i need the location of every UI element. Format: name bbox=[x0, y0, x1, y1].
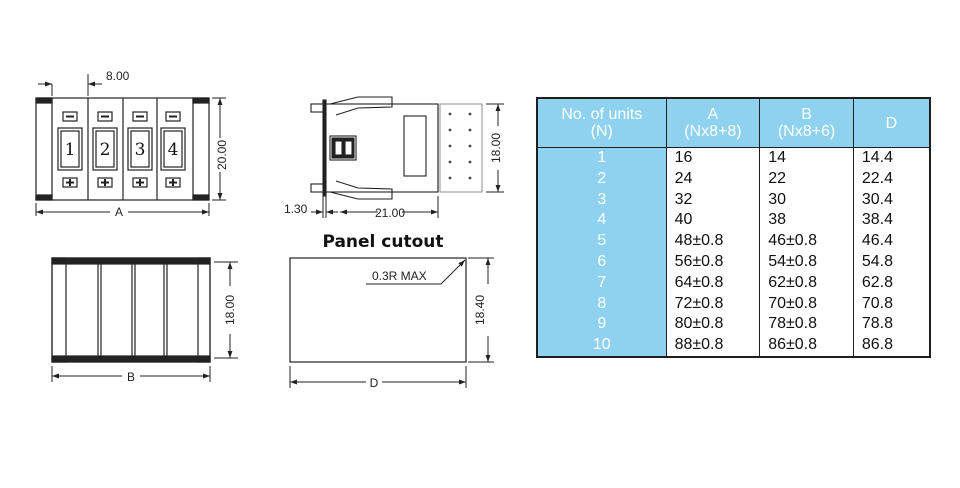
cell-n: 8 bbox=[536, 293, 667, 315]
digit-2: 2 bbox=[100, 140, 111, 160]
cell-b: 14 bbox=[759, 147, 854, 169]
cell-b: 70±0.8 bbox=[759, 293, 854, 315]
cutout-height-dimension bbox=[468, 257, 494, 363]
cell-b: 30 bbox=[759, 189, 854, 211]
cutout-width-label: D bbox=[370, 376, 379, 390]
cell-d: 30.4 bbox=[852, 189, 931, 211]
back-height-label: 18.00 bbox=[223, 295, 237, 325]
cutout-width-dimension bbox=[289, 366, 467, 388]
pcb-pins bbox=[448, 112, 472, 180]
width-b-dimension bbox=[51, 366, 211, 382]
cell-d: 14.4 bbox=[852, 147, 931, 169]
back-height-dimension bbox=[214, 261, 238, 359]
cell-n: 9 bbox=[536, 314, 667, 336]
switch-unit-3 bbox=[127, 111, 153, 188]
cell-b: 78±0.8 bbox=[759, 314, 854, 336]
panel-cutout-outline bbox=[289, 257, 467, 363]
cell-n: 3 bbox=[536, 189, 667, 211]
table-header-row: No. of units (N) A (Nx8+8) B (Nx8+6) D bbox=[536, 97, 931, 148]
corner-radius-label: 0.3R MAX bbox=[372, 269, 427, 283]
cell-d: 22.4 bbox=[852, 168, 931, 190]
side-height-label: 18.00 bbox=[489, 133, 503, 163]
front-view bbox=[35, 97, 210, 201]
back-view bbox=[51, 257, 211, 363]
header-units: No. of units (N) bbox=[536, 97, 667, 148]
front-height-dimension bbox=[212, 97, 226, 201]
cell-n: 2 bbox=[536, 168, 667, 190]
cell-a: 56±0.8 bbox=[665, 251, 761, 273]
cell-d: 38.4 bbox=[852, 210, 931, 232]
cell-n: 4 bbox=[536, 210, 667, 232]
cell-a: 40 bbox=[665, 210, 761, 232]
side-depth-label: 21.00 bbox=[375, 206, 405, 220]
digit-1: 1 bbox=[65, 140, 76, 160]
header-d: D bbox=[852, 97, 931, 148]
cell-d: 62.8 bbox=[852, 272, 931, 294]
cell-a: 48±0.8 bbox=[665, 231, 761, 252]
switch-unit-2 bbox=[92, 111, 118, 188]
pitch-dimension bbox=[38, 74, 102, 96]
cell-a: 72±0.8 bbox=[665, 293, 761, 315]
cell-b: 22 bbox=[759, 168, 854, 190]
width-a-label: A bbox=[115, 205, 123, 219]
cell-b: 46±0.8 bbox=[759, 231, 854, 252]
side-depth-dimension bbox=[311, 196, 439, 218]
front-height-label: 20.00 bbox=[215, 140, 229, 170]
switch-unit-4 bbox=[160, 111, 186, 188]
cell-n: 6 bbox=[536, 251, 667, 273]
cell-a: 32 bbox=[665, 189, 761, 211]
cell-d: 46.4 bbox=[852, 231, 931, 252]
width-a-dimension bbox=[35, 203, 210, 216]
switch-unit-1 bbox=[57, 111, 83, 188]
side-height-dimension bbox=[486, 103, 504, 193]
cell-a: 24 bbox=[665, 168, 761, 190]
cell-d: 70.8 bbox=[852, 293, 931, 315]
cell-d: 86.8 bbox=[852, 335, 931, 358]
side-thickness-label: 1.30 bbox=[284, 202, 308, 216]
digit-3: 3 bbox=[135, 140, 146, 160]
cell-a: 88±0.8 bbox=[665, 335, 761, 358]
cell-b: 62±0.8 bbox=[759, 272, 854, 294]
cell-a: 16 bbox=[665, 147, 761, 169]
dimension-table: No. of units (N) A (Nx8+8) B (Nx8+6) D 1… bbox=[536, 97, 931, 358]
cell-b: 54±0.8 bbox=[759, 251, 854, 273]
cell-n: 1 bbox=[536, 147, 667, 169]
pitch-label: 8.00 bbox=[106, 69, 130, 83]
cell-d: 78.8 bbox=[852, 314, 931, 336]
cell-d: 54.8 bbox=[852, 251, 931, 273]
width-b-label: B bbox=[127, 370, 135, 384]
cell-b: 38 bbox=[759, 210, 854, 232]
header-b: B (Nx8+6) bbox=[759, 97, 854, 148]
side-view bbox=[310, 96, 483, 200]
cell-n: 7 bbox=[536, 272, 667, 294]
header-a: A (Nx8+8) bbox=[665, 97, 761, 148]
cell-a: 80±0.8 bbox=[665, 314, 761, 336]
cell-b: 86±0.8 bbox=[759, 335, 854, 358]
panel-cutout-title: Panel cutout bbox=[322, 232, 443, 252]
cutout-height-label: 18.40 bbox=[473, 295, 487, 325]
digit-4: 4 bbox=[168, 140, 179, 160]
cell-n: 5 bbox=[536, 231, 667, 252]
cell-n: 10 bbox=[536, 335, 667, 358]
cell-a: 64±0.8 bbox=[665, 272, 761, 294]
